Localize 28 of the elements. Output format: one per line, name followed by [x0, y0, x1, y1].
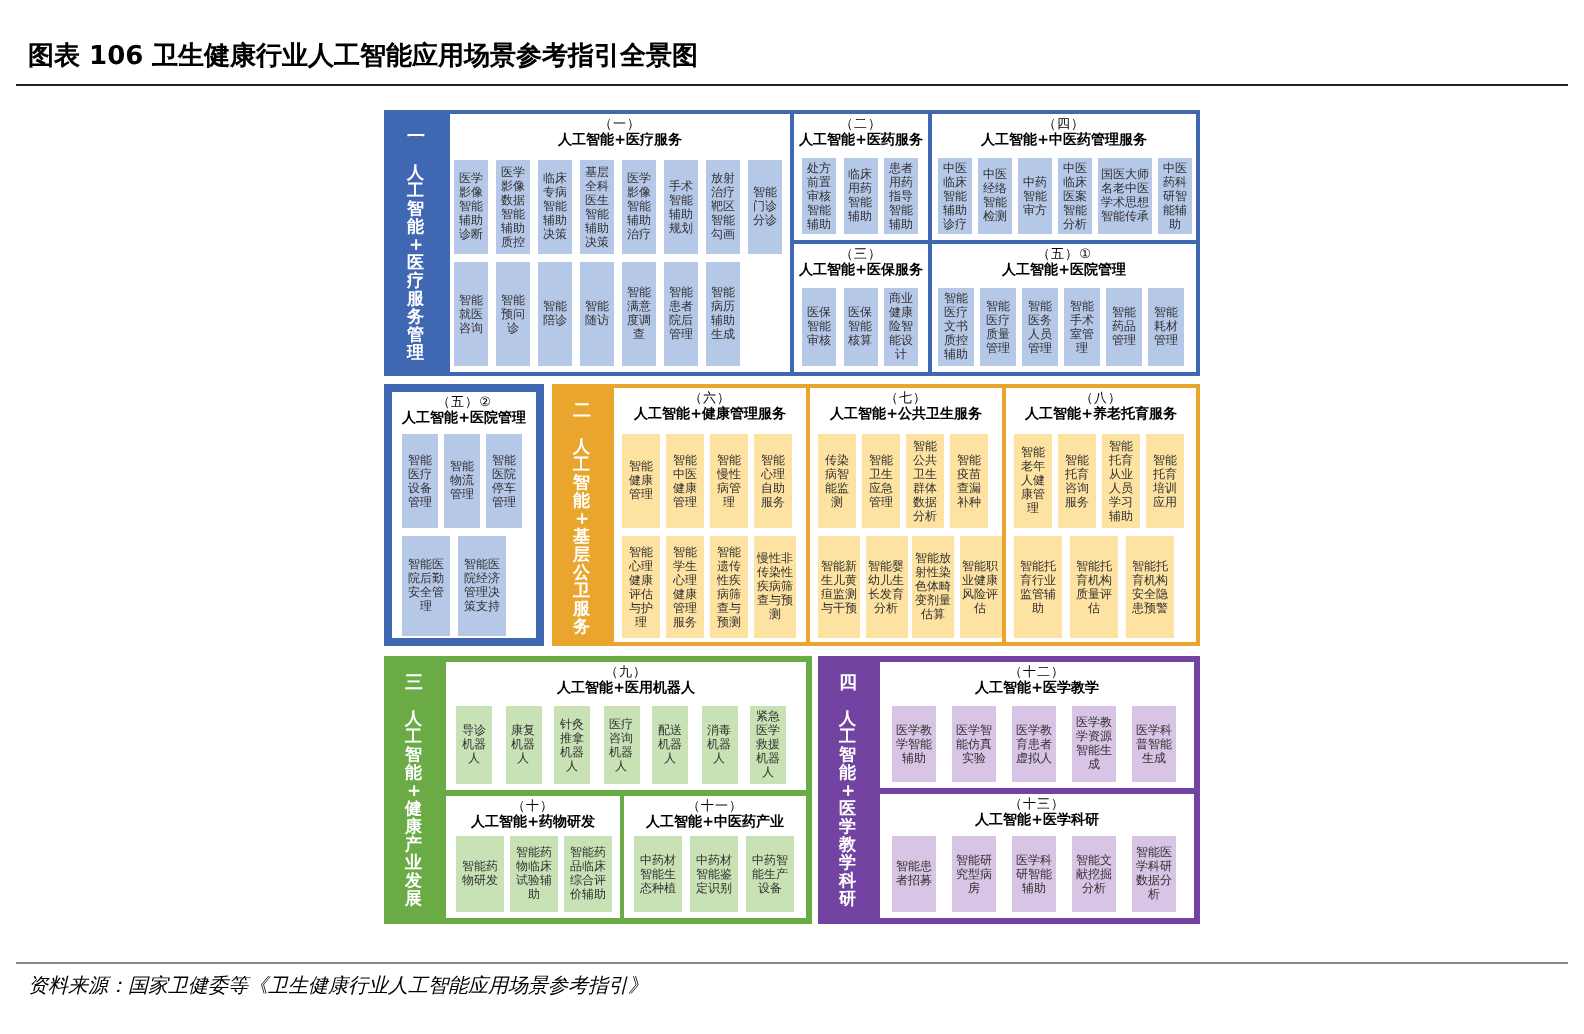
section-title: 人工智能+医学教学科研 — [839, 712, 857, 910]
section-panel — [384, 656, 812, 924]
category-panel — [614, 388, 806, 642]
section-panel — [818, 656, 1200, 924]
category-panel — [794, 114, 928, 240]
section-number: 三 — [405, 674, 423, 696]
category-panel — [880, 662, 1194, 788]
category-panel — [384, 384, 544, 646]
section-panel — [384, 110, 1200, 376]
section-title: 人工智能+基层公卫服务 — [573, 440, 591, 638]
section-panel — [552, 384, 1200, 646]
section-number: 四 — [839, 674, 857, 696]
category-panel — [446, 662, 806, 790]
section-title: 人工智能+健康产业发展 — [405, 712, 423, 910]
category-panel — [932, 114, 1196, 240]
section-number: 一 — [407, 128, 425, 150]
category-panel — [446, 796, 620, 918]
category-panel — [794, 244, 928, 372]
category-panel — [450, 114, 790, 372]
category-panel — [810, 388, 1002, 642]
source-note: 资料来源：国家卫健委等《卫生健康行业人工智能应用场景参考指引》 — [28, 974, 648, 1000]
section-number: 二 — [573, 402, 591, 424]
category-panel — [624, 796, 806, 918]
chart-title: 图表 106 卫生健康行业人工智能应用场景参考指引全景图 — [28, 42, 699, 74]
section-title: 人工智能+医疗服务管理 — [407, 166, 425, 364]
category-panel — [880, 794, 1194, 918]
category-panel — [1006, 388, 1196, 642]
category-panel — [932, 244, 1196, 372]
